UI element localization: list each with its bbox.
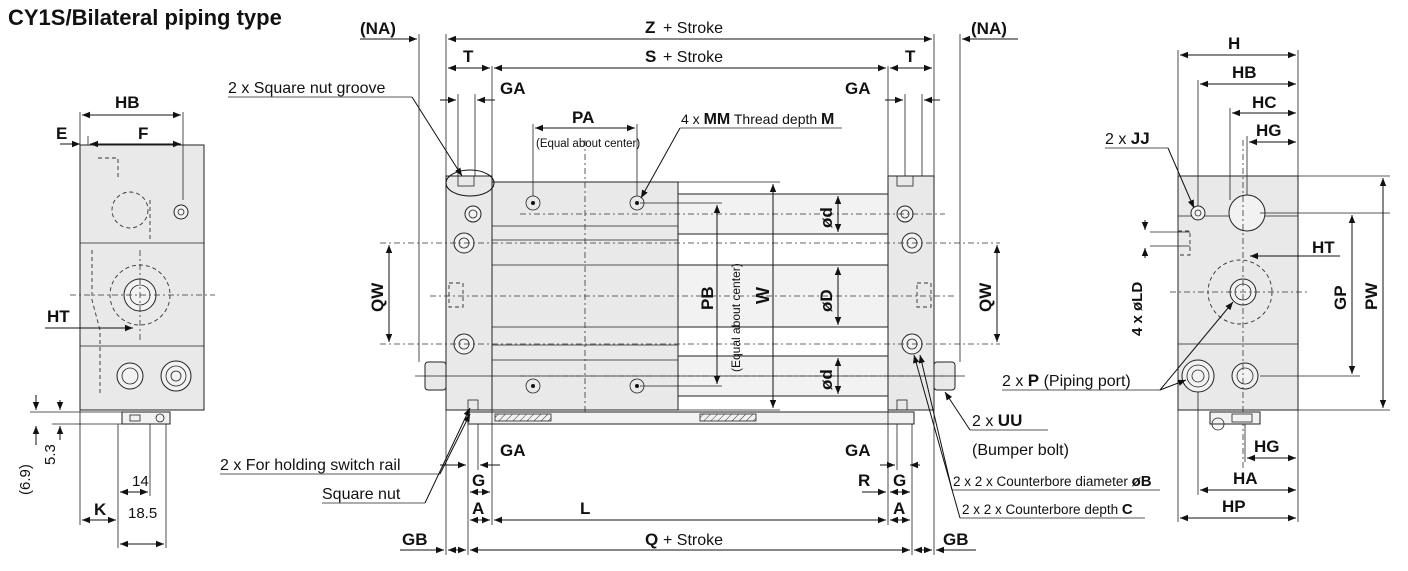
switch-rail-label: 2 x For holding switch rail [220,457,401,474]
s-stroke: + Stroke [663,49,723,66]
qw-left-label: QW [368,282,387,312]
right-hb-label: HB [1232,63,1257,82]
ga-bottom-left-label: GA [500,441,526,460]
right-ld-label: 4 x øLD [1129,282,1146,336]
pw-label: PW [1362,282,1381,310]
right-hc-label: HC [1252,93,1277,112]
right-ht-label: HT [1312,238,1335,257]
t-right-label: T [905,47,916,66]
na-right-label: (NA) [971,19,1007,38]
ga-top-left-label: GA [500,79,526,98]
gb-right-label: GB [943,530,969,549]
g-left-label: G [472,471,485,490]
jj-label: 2 x JJ [1105,129,1150,148]
d-top-label: ød [817,207,836,228]
na-left-label: (NA) [360,19,396,38]
w-label: W [753,287,773,304]
right-hg-bottom-label: HG [1254,437,1280,456]
left-dim-6-9: (6.9) [17,464,34,495]
left-dim-5-3: 5.3 [42,444,59,465]
pa-equal-label: (Equal about center) [536,138,640,150]
ga-top-right-label: GA [845,79,871,98]
left-dim-18-5: 18.5 [128,505,157,522]
right-ha-label: HA [1233,469,1258,488]
q-label: Q [645,530,658,549]
pb-label: PB [698,286,717,310]
g-right-label: G [893,471,906,490]
left-side-view: HB E F HT (6.9) 5.3 14 K 18.5 [17,93,215,548]
s-label: S [645,47,656,66]
qw-right-label: QW [976,282,995,312]
page-title: CY1S/Bilateral piping type [8,5,282,30]
a-left-label: A [472,499,484,518]
pa-label: PA [572,108,594,127]
q-stroke: + Stroke [663,532,723,549]
right-side-view: H HB HC HG 2 x JJ HT 4 x øLD GP PW 2 x P… [1002,34,1390,522]
bumper-bolt-label: (Bumper bolt) [972,442,1069,459]
left-f-label: F [138,124,148,143]
d-big-label: øD [817,289,836,312]
l-label: L [580,499,590,518]
square-nut-label: Square nut [322,486,401,503]
pb-equal-label: (Equal about center) [729,263,743,372]
gb-left-label: GB [402,530,428,549]
left-e-label: E [56,124,67,143]
left-ht-label: HT [47,307,70,326]
right-hp-label: HP [1222,497,1246,516]
right-hg-top-label: HG [1256,121,1282,140]
left-hb-label: HB [115,93,140,112]
left-k-label: K [94,500,107,519]
right-h-label: H [1228,34,1240,53]
z-stroke: + Stroke [663,20,723,37]
mm-thread-label: 4 x MM Thread depth M [681,111,834,128]
uu-label: 2 x UU [972,411,1022,430]
a-right-label: A [893,499,905,518]
t-left-label: T [463,47,474,66]
d-bottom-label: ød [817,369,836,390]
counterbore-depth-label: 2 x 2 x Counterbore depth C [962,501,1133,518]
piping-port-label: 2 x P (Piping port) [1002,371,1131,390]
left-dim-14: 14 [132,473,149,490]
gp-label: GP [1331,285,1350,310]
r-label: R [858,471,870,490]
counterbore-dia-label: 2 x 2 x Counterbore diameter øB [953,473,1152,490]
center-front-view: (NA) (NA) Z + Stroke T S + Stroke T GA G… [220,18,1160,555]
square-nut-groove-label: 2 x Square nut groove [228,80,386,97]
ga-bottom-right-label: GA [845,441,871,460]
z-label: Z [645,18,655,37]
